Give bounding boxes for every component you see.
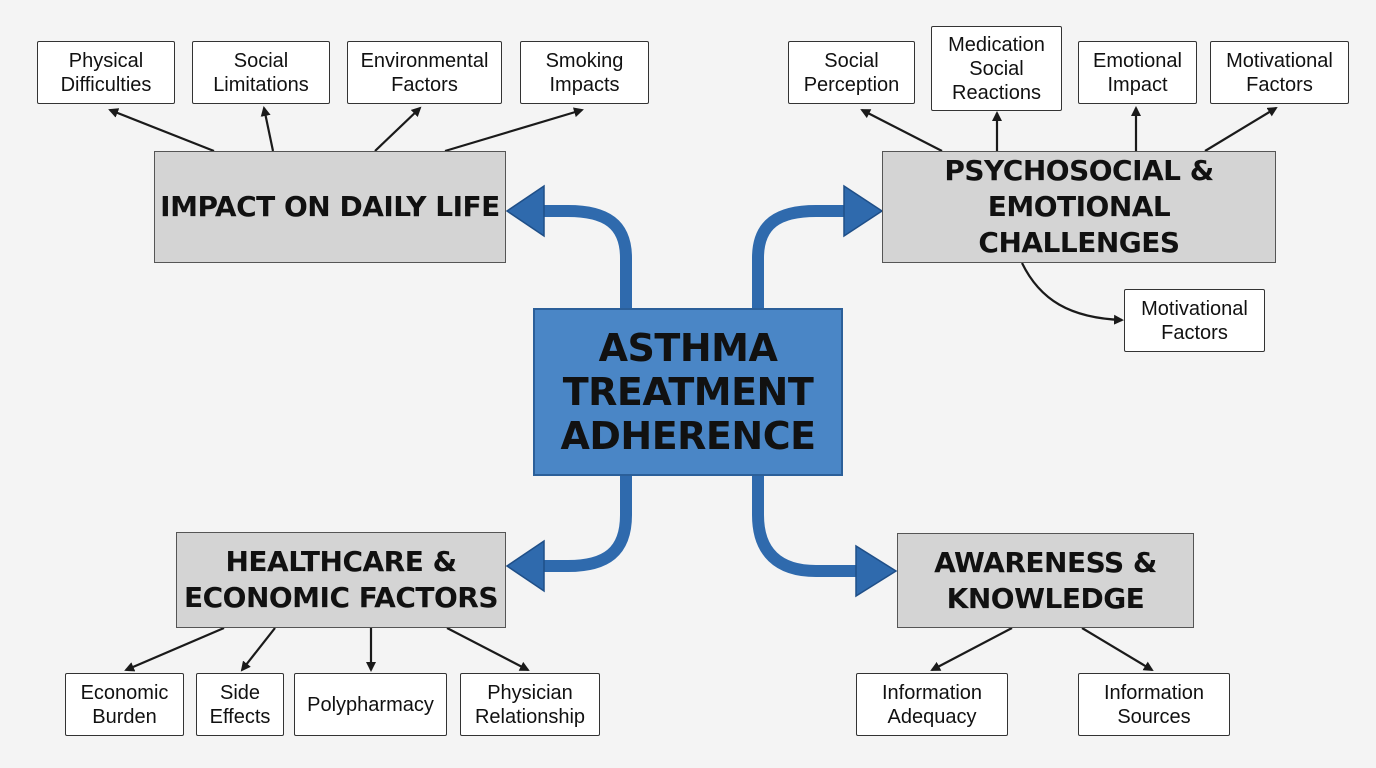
leaf-motivational-factors-2: Motivational Factors	[1124, 289, 1265, 352]
blue-arrow-to-psychosocial	[752, 205, 846, 308]
leaf-motivational-factors: Motivational Factors	[1210, 41, 1349, 104]
leaf-label: Information Adequacy	[881, 681, 983, 728]
leaf-information-adequacy: Information Adequacy	[856, 673, 1008, 736]
arrow-psycho-to-motivational	[1204, 106, 1278, 152]
leaf-environmental-factors: Environmental Factors	[347, 41, 502, 104]
category-daily-life: IMPACT ON DAILY LIFE	[154, 151, 506, 263]
blue-head-healthcare	[505, 539, 545, 593]
arrow-daily-to-physical	[108, 108, 215, 153]
leaf-emotional-impact: Emotional Impact	[1078, 41, 1197, 104]
leaf-label: Physician Relationship	[474, 681, 586, 728]
leaf-physical-difficulties: Physical Difficulties	[37, 41, 175, 104]
blue-arrow-to-daily-life	[540, 205, 632, 308]
leaf-label: Economic Burden	[80, 681, 169, 728]
leaf-label: Information Sources	[1103, 681, 1205, 728]
leaf-smoking-impacts: Smoking Impacts	[520, 41, 649, 104]
arrow-psycho-to-perception	[860, 109, 943, 152]
arrow-daily-to-smoking	[444, 107, 584, 153]
leaf-label: Side Effects	[209, 681, 271, 728]
category-psychosocial: PSYCHOSOCIAL & EMOTIONAL CHALLENGES	[882, 151, 1276, 263]
arrow-daily-to-environmental	[374, 106, 422, 152]
arrow-psycho-to-motivational-2	[1021, 262, 1124, 325]
leaf-physician-relationship: Physician Relationship	[460, 673, 600, 736]
leaf-economic-burden: Economic Burden	[65, 673, 184, 736]
category-daily-life-label: IMPACT ON DAILY LIFE	[160, 190, 500, 223]
leaf-label: Medication Social Reactions	[948, 33, 1045, 104]
arrow-health-to-economic	[124, 626, 225, 672]
blue-arrow-to-awareness	[752, 476, 858, 577]
blue-arrow-to-healthcare	[540, 476, 632, 572]
leaf-side-effects: Side Effects	[196, 673, 284, 736]
leaf-label: Emotional Impact	[1093, 49, 1182, 96]
leaf-medication-social-reactions: Medication Social Reactions	[931, 26, 1062, 111]
category-healthcare: HEALTHCARE & ECONOMIC FACTORS	[176, 532, 506, 628]
leaf-social-perception: Social Perception	[788, 41, 915, 104]
leaf-information-sources: Information Sources	[1078, 673, 1230, 736]
leaf-label: Social Perception	[803, 49, 900, 96]
leaf-label: Smoking Impacts	[545, 49, 624, 96]
leaf-label: Motivational Factors	[1141, 297, 1248, 344]
category-healthcare-label: HEALTHCARE & ECONOMIC FACTORS	[183, 545, 499, 614]
category-awareness: AWARENESS & KNOWLEDGE	[897, 533, 1194, 628]
blue-head-psychosocial	[843, 184, 884, 238]
leaf-label: Polypharmacy	[307, 693, 434, 716]
leaf-label: Physical Difficulties	[60, 49, 152, 96]
arrow-aware-to-adequacy	[930, 627, 1013, 671]
leaf-label: Social Limitations	[213, 49, 309, 96]
arrow-health-to-side	[240, 627, 276, 672]
center-node-label: ASTHMA TREATMENT ADHERENCE	[560, 326, 816, 458]
category-psychosocial-label: PSYCHOSOCIAL & EMOTIONAL CHALLENGES	[944, 154, 1214, 259]
center-node: ASTHMA TREATMENT ADHERENCE	[533, 308, 843, 476]
arrow-health-to-physician	[446, 627, 530, 671]
leaf-polypharmacy: Polypharmacy	[294, 673, 447, 736]
blue-head-daily-life	[505, 184, 545, 238]
leaf-label: Environmental Factors	[360, 49, 489, 96]
category-awareness-label: AWARENESS & KNOWLEDGE	[934, 545, 1157, 615]
arrow-aware-to-sources	[1081, 627, 1154, 672]
leaf-label: Motivational Factors	[1226, 49, 1333, 96]
blue-head-awareness	[855, 544, 898, 598]
leaf-social-limitations: Social Limitations	[192, 41, 330, 104]
arrow-daily-to-social	[260, 106, 275, 152]
